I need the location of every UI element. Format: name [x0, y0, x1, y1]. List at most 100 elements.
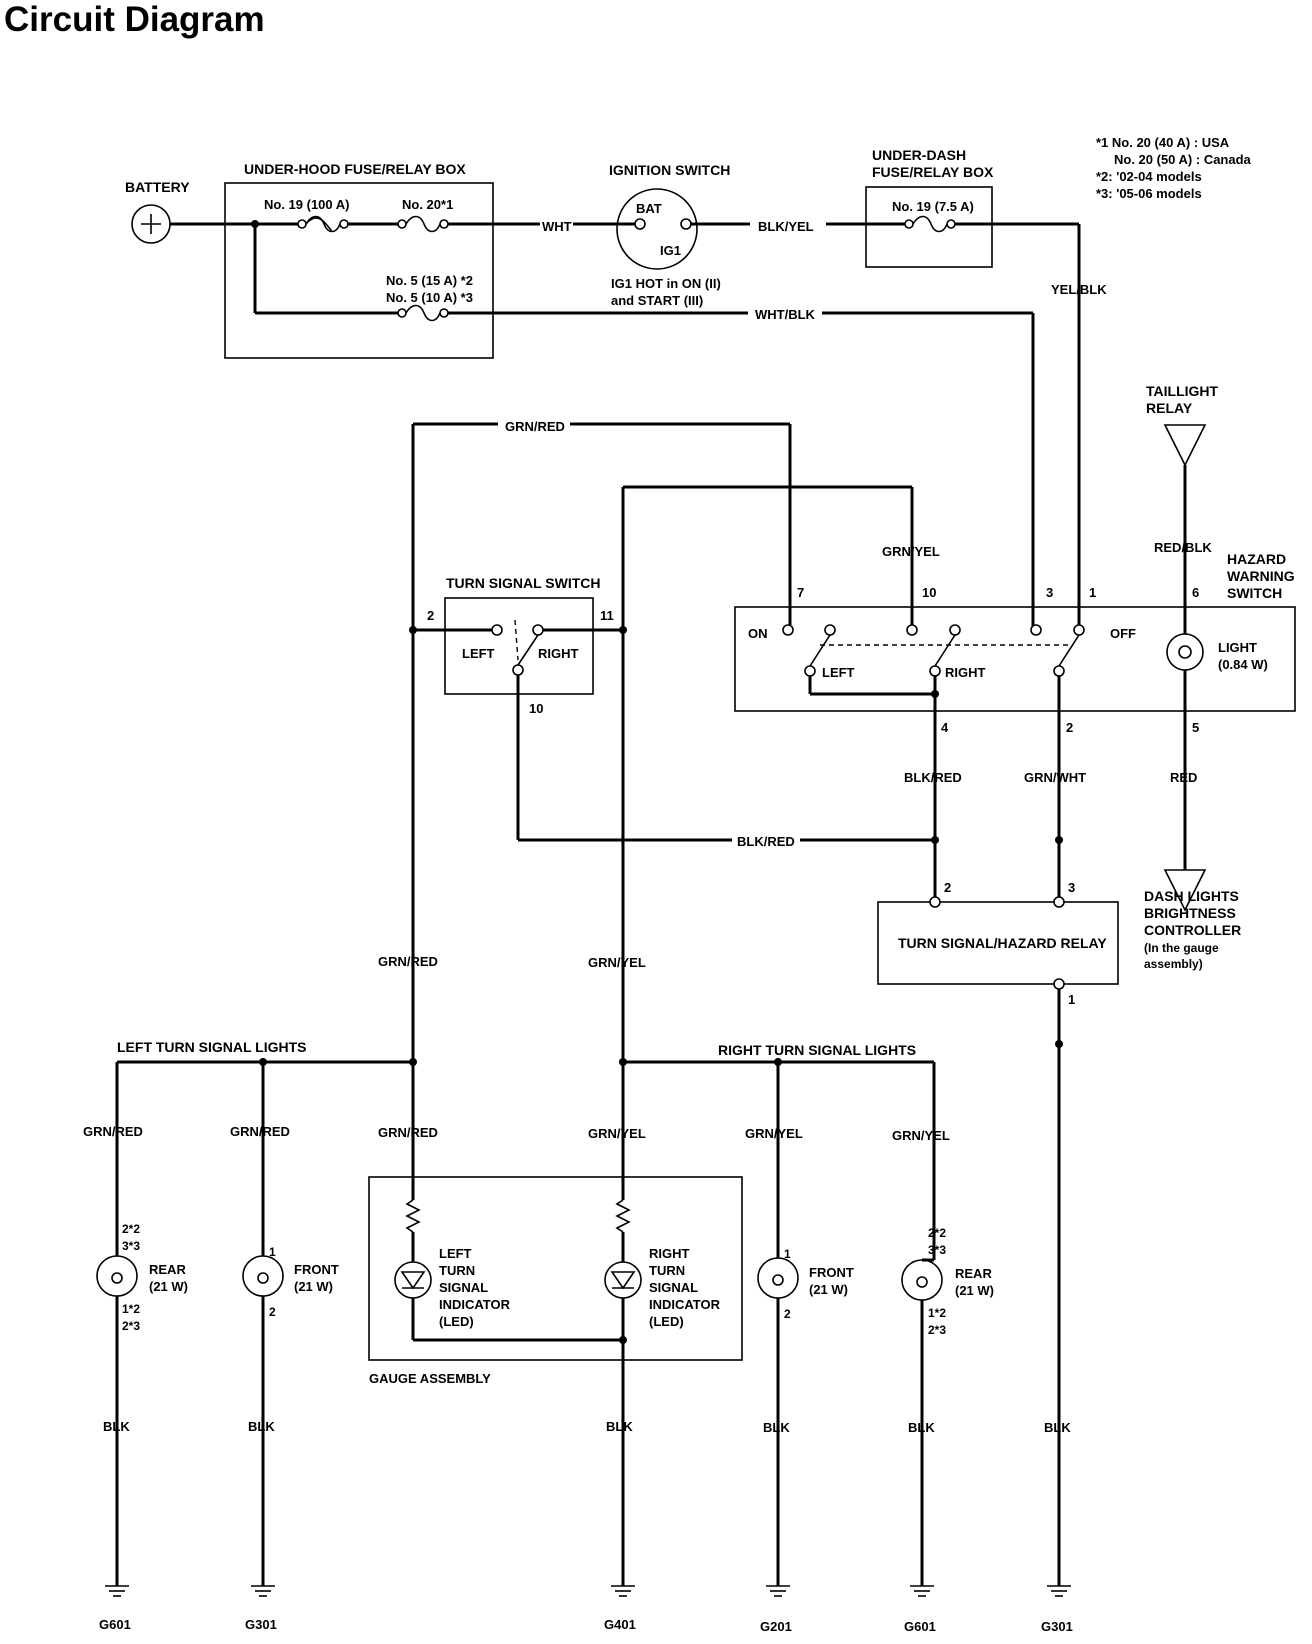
- dash-label-3: CONTROLLER: [1144, 922, 1241, 938]
- left-ind-3: SIGNAL: [439, 1280, 488, 1295]
- left-ind-led: [394, 1261, 432, 1299]
- wire-grn-yel-top: GRN/YEL: [882, 544, 940, 559]
- wire-blk-yel: BLK/YEL: [758, 219, 814, 234]
- lamp6-pin-d: 2*3: [928, 1323, 946, 1337]
- right-ind-1: RIGHT: [649, 1246, 690, 1261]
- lamp1-pin-c: 1*2: [122, 1302, 140, 1316]
- lamp6-pin-a: 2*2: [928, 1226, 946, 1240]
- light-label-2: (0.84 W): [1218, 657, 1268, 672]
- fuse-ud19-label: No. 19 (7.5 A): [892, 199, 974, 214]
- left-lights-label: LEFT TURN SIGNAL LIGHTS: [117, 1039, 307, 1055]
- right-ind-5: (LED): [649, 1314, 684, 1329]
- lamp5-name: FRONT: [809, 1265, 854, 1280]
- taillight-relay-1: TAILLIGHT: [1146, 383, 1219, 399]
- wire-grn-red-l2: GRN/RED: [230, 1124, 290, 1139]
- turn-signal-hazard-relay: [877, 901, 1119, 985]
- hz-pin-4: 4: [941, 720, 949, 735]
- dash-label-4: (In the gauge: [1144, 941, 1219, 955]
- wire-blk-relay: BLK: [1044, 1420, 1071, 1435]
- hazard-warning-switch: [734, 606, 1296, 712]
- ground-g401: G401: [604, 1617, 636, 1632]
- fuse-19-symbol: [255, 215, 349, 233]
- wire-blk-2: BLK: [248, 1419, 275, 1434]
- hz-on-label: ON: [748, 626, 768, 641]
- note-2: No. 20 (50 A) : Canada: [1114, 152, 1252, 167]
- ts-pin-2: 2: [427, 608, 434, 623]
- taillight-relay-2: RELAY: [1146, 400, 1193, 416]
- dash-label-1: DASH LIGHTS: [1144, 888, 1239, 904]
- wire-blk-1: BLK: [103, 1419, 130, 1434]
- left-ind-4: INDICATOR: [439, 1297, 511, 1312]
- battery-symbol: [131, 204, 171, 244]
- wire-red-blk: RED/BLK: [1154, 540, 1212, 555]
- lamp5-pin-1: 1: [784, 1247, 791, 1261]
- ground-g301-l: G301: [245, 1617, 277, 1632]
- wire-blk-3: BLK: [606, 1419, 633, 1434]
- left-ind-1: LEFT: [439, 1246, 472, 1261]
- underdash-label-2: FUSE/RELAY BOX: [872, 164, 994, 180]
- ts-pin-11: 11: [600, 608, 614, 623]
- left-rear-lamp: [96, 1255, 138, 1297]
- battery-label: BATTERY: [125, 179, 190, 195]
- hz-pin-10: 10: [922, 585, 936, 600]
- relay-label: TURN SIGNAL/HAZARD RELAY: [898, 935, 1107, 951]
- hz-left-label: LEFT: [822, 665, 855, 680]
- underhood-box-label: UNDER-HOOD FUSE/RELAY BOX: [244, 161, 466, 177]
- left-front-lamp: [242, 1255, 284, 1297]
- hz-pin-3: 3: [1046, 585, 1053, 600]
- wire-blk-red-2: BLK/RED: [737, 834, 795, 849]
- left-ind-resistor: [405, 1199, 421, 1233]
- ignition-switch-label: IGNITION SWITCH: [609, 162, 730, 178]
- hz-pin-1: 1: [1089, 585, 1096, 600]
- right-ind-resistor: [615, 1199, 631, 1233]
- ign-bat-label: BAT: [636, 201, 662, 216]
- hz-off-label: OFF: [1110, 626, 1136, 641]
- ign-note-2: and START (III): [611, 293, 703, 308]
- note-3: *2: '02-04 models: [1096, 169, 1202, 184]
- relay-pin-1: 1: [1068, 992, 1075, 1007]
- ts-contacts: [413, 619, 623, 840]
- wire-grn-yel-mid: GRN/YEL: [588, 955, 646, 970]
- gauge-assembly-label: GAUGE ASSEMBLY: [369, 1371, 491, 1386]
- wire-yel-blk: YEL/BLK: [1051, 282, 1107, 297]
- wire-grn-yel-r3: GRN/YEL: [892, 1128, 950, 1143]
- hazard-label-2: WARNING: [1227, 568, 1295, 584]
- right-ind-4: INDICATOR: [649, 1297, 721, 1312]
- light-label-1: LIGHT: [1218, 640, 1257, 655]
- lamp5-watt: (21 W): [809, 1282, 848, 1297]
- dash-lights-arrow: [1163, 869, 1207, 912]
- gauge-assembly-box: [368, 1176, 743, 1361]
- ts-right-label: RIGHT: [538, 646, 579, 661]
- underdash-label-1: UNDER-DASH: [872, 147, 966, 163]
- wire-grn-red-l3: GRN/RED: [378, 1125, 438, 1140]
- ground-g601-l: G601: [99, 1617, 131, 1632]
- lamp1-pin-b: 3*3: [122, 1239, 140, 1253]
- hz-pin-7: 7: [797, 585, 804, 600]
- lamp6-pin-b: 3*3: [928, 1243, 946, 1257]
- left-ind-2: TURN: [439, 1263, 475, 1278]
- dash-label-2: BRIGHTNESS: [1144, 905, 1236, 921]
- wire-grn-yel-r1: GRN/YEL: [588, 1126, 646, 1141]
- right-lights-label: RIGHT TURN SIGNAL LIGHTS: [718, 1042, 916, 1058]
- wire-grn-red-l1: GRN/RED: [83, 1124, 143, 1139]
- ign-ig1-label: IG1: [660, 243, 681, 258]
- relay-pin-2: 2: [944, 880, 951, 895]
- ground-g601-r: G601: [904, 1619, 936, 1634]
- wire-blk-red-1: BLK/RED: [904, 770, 962, 785]
- fuse-5-symbol: [397, 304, 449, 322]
- hazard-light-bulb: [1166, 626, 1204, 710]
- lamp1-name: REAR: [149, 1262, 186, 1277]
- wire-blk-4: BLK: [763, 1420, 790, 1435]
- underdash-fuse-box: [865, 186, 993, 268]
- left-ind-5: (LED): [439, 1314, 474, 1329]
- wire-grn-yel-r2: GRN/YEL: [745, 1126, 803, 1141]
- right-rear-lamp: [901, 1259, 943, 1301]
- ign-note-1: IG1 HOT in ON (II): [611, 276, 721, 291]
- hz-pin-6: 6: [1192, 585, 1199, 600]
- hz-pin-2: 2: [1066, 720, 1073, 735]
- fuse-ud19-symbol: [904, 215, 956, 233]
- fuse-20-label: No. 20*1: [402, 197, 453, 212]
- lamp6-name: REAR: [955, 1266, 992, 1281]
- wire-blk-5: BLK: [908, 1420, 935, 1435]
